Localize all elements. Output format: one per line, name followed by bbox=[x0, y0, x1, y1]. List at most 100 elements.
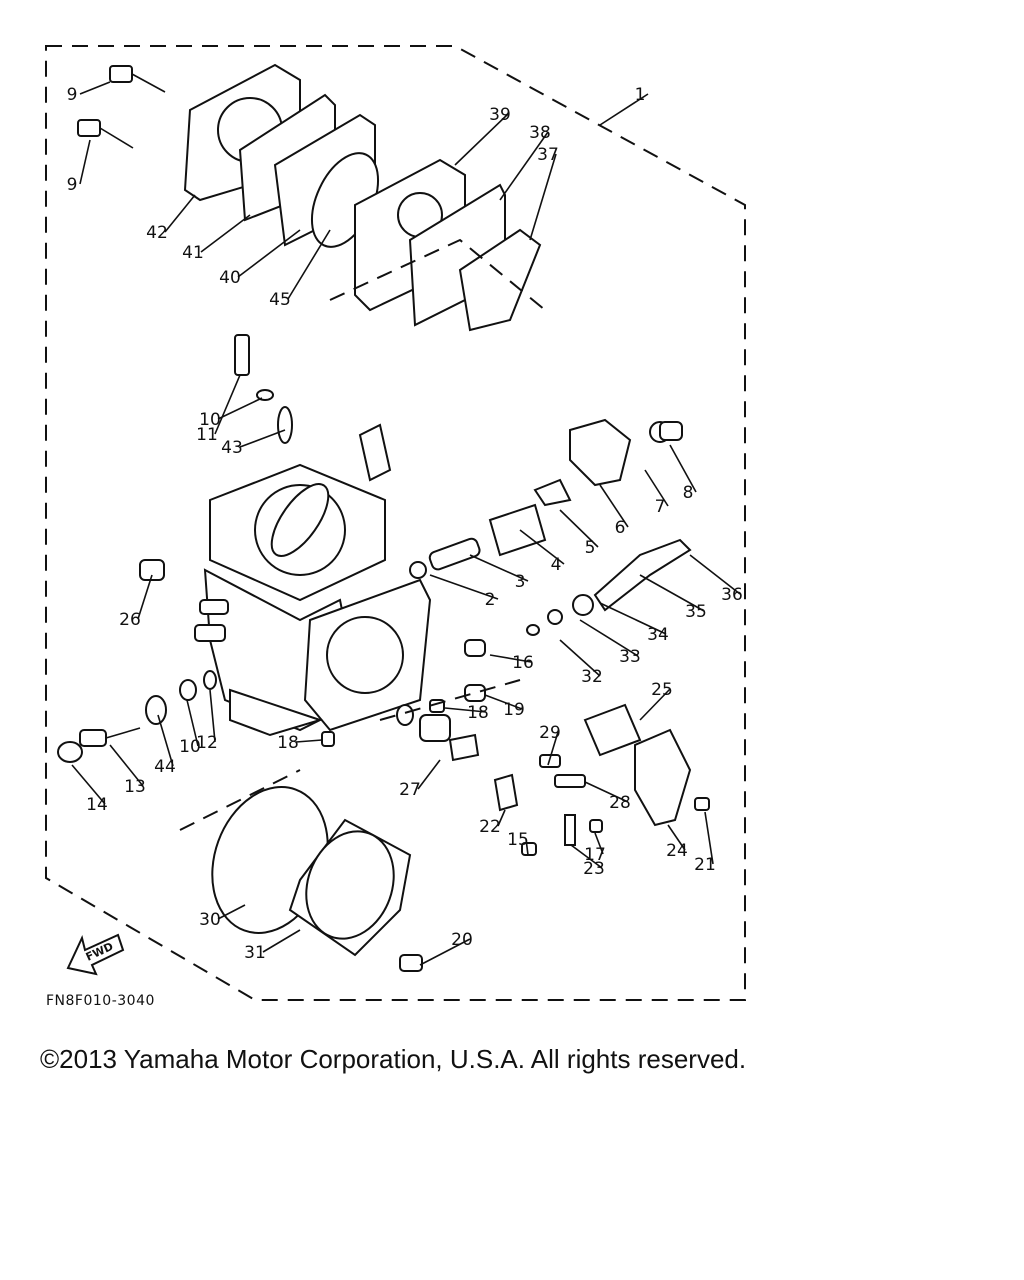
callout-number-17: 17 bbox=[584, 845, 606, 865]
carburetor-body bbox=[194, 423, 432, 737]
callout-leader-38 bbox=[499, 131, 549, 201]
callout-leader-29 bbox=[547, 731, 559, 766]
callout-leader-35 bbox=[639, 574, 705, 612]
callout-leader-16 bbox=[489, 654, 532, 663]
callout-leader-32 bbox=[559, 639, 601, 677]
screw-set bbox=[77, 65, 166, 149]
callout-number-42: 42 bbox=[146, 223, 168, 243]
callout-leader-11 bbox=[214, 374, 241, 435]
callout-leader-6 bbox=[599, 484, 629, 528]
callout-number-40: 40 bbox=[219, 268, 241, 288]
callout-number-1: 1 bbox=[635, 85, 646, 105]
callout-leader-1 bbox=[599, 93, 649, 126]
callout-number-5: 5 bbox=[585, 538, 596, 558]
callout-leader-8 bbox=[669, 444, 697, 493]
callout-leader-7 bbox=[644, 469, 669, 507]
callout-number-4: 4 bbox=[551, 555, 562, 575]
callout-leader-23 bbox=[570, 844, 603, 869]
callout-number-36: 36 bbox=[721, 585, 743, 605]
callout-leader-9 bbox=[79, 139, 91, 185]
callout-number-33: 33 bbox=[619, 647, 641, 667]
callout-number-26: 26 bbox=[119, 610, 141, 630]
callout-leader-10 bbox=[186, 699, 199, 747]
callout-leader-14 bbox=[71, 764, 106, 805]
callout-number-22: 22 bbox=[479, 817, 501, 837]
callout-number-25: 25 bbox=[651, 680, 673, 700]
callout-leader-25 bbox=[639, 688, 671, 721]
callout-number-45: 45 bbox=[269, 290, 291, 310]
callout-number-11: 11 bbox=[196, 425, 218, 445]
callout-number-23: 23 bbox=[583, 859, 605, 879]
diaphragm-cover bbox=[179, 679, 521, 972]
callout-number-44: 44 bbox=[154, 757, 176, 777]
callout-number-3: 3 bbox=[515, 572, 526, 592]
callout-leader-30 bbox=[217, 904, 246, 920]
callout-number-16: 16 bbox=[512, 653, 534, 673]
callout-leader-4 bbox=[519, 529, 565, 565]
callout-leader-33 bbox=[579, 619, 639, 657]
callout-leader-31 bbox=[262, 929, 301, 953]
callout-leader-12 bbox=[209, 689, 216, 743]
callout-leader-43 bbox=[239, 429, 286, 448]
copyright-notice: ©2013 Yamaha Motor Corporation, U.S.A. A… bbox=[40, 1044, 747, 1074]
callout-leader-5 bbox=[559, 509, 599, 548]
callout-leader-27 bbox=[417, 759, 441, 790]
idle-screw-parts bbox=[57, 334, 335, 763]
callout-number-10: 10 bbox=[199, 410, 221, 430]
forward-arrow-icon: FWD bbox=[66, 933, 125, 976]
callout-number-10: 10 bbox=[179, 737, 201, 757]
callout-number-8: 8 bbox=[683, 483, 694, 503]
callout-number-12: 12 bbox=[196, 733, 218, 753]
callout-leader-44 bbox=[157, 714, 174, 767]
callout-number-18: 18 bbox=[277, 733, 299, 753]
cover-plate-stack bbox=[183, 63, 546, 332]
callout-leader-34 bbox=[599, 602, 667, 635]
diagram-code: FN8F010-3040 bbox=[46, 993, 155, 1009]
callout-leader-37 bbox=[529, 153, 557, 241]
callout-number-19: 19 bbox=[503, 700, 525, 720]
carburetor-exploded-view: FWD 123456789910101112131415161718181920… bbox=[45, 45, 746, 1001]
callout-leader-13 bbox=[109, 744, 144, 787]
callout-number-9: 9 bbox=[67, 175, 78, 195]
callout-number-18: 18 bbox=[467, 703, 489, 723]
callout-number-39: 39 bbox=[489, 105, 511, 125]
callout-leader-18 bbox=[444, 707, 487, 713]
callout-leader-15 bbox=[525, 838, 529, 856]
callout-leader-19 bbox=[484, 694, 523, 710]
callout-leader-28 bbox=[584, 781, 629, 803]
callout-leader-17 bbox=[594, 832, 604, 855]
callout-leader-40 bbox=[237, 229, 301, 278]
callout-number-14: 14 bbox=[86, 795, 108, 815]
throttle-linkage-parts bbox=[396, 418, 710, 856]
callout-leader-2 bbox=[429, 574, 499, 600]
callout-number-24: 24 bbox=[666, 841, 688, 861]
callout-leader-42 bbox=[164, 194, 196, 233]
callout-number-32: 32 bbox=[581, 667, 603, 687]
callout-leader-26 bbox=[137, 574, 153, 620]
callout-number-21: 21 bbox=[694, 855, 716, 875]
callout-leader-18 bbox=[295, 739, 323, 743]
callout-leader-10 bbox=[217, 397, 263, 420]
callout-number-6: 6 bbox=[615, 518, 626, 538]
callout-leader-22 bbox=[497, 809, 506, 827]
callout-number-9: 9 bbox=[67, 85, 78, 105]
callout-number-37: 37 bbox=[537, 145, 559, 165]
callout-number-30: 30 bbox=[199, 910, 221, 930]
callout-leader-9 bbox=[79, 81, 111, 95]
callout-number-41: 41 bbox=[182, 243, 204, 263]
callout-number-29: 29 bbox=[539, 723, 561, 743]
callout-leader-39 bbox=[454, 113, 509, 166]
callout-leader-36 bbox=[689, 554, 741, 595]
callout-number-43: 43 bbox=[221, 438, 243, 458]
callout-number-34: 34 bbox=[647, 625, 669, 645]
callout-number-13: 13 bbox=[124, 777, 146, 797]
callout-number-28: 28 bbox=[609, 793, 631, 813]
callout-number-2: 2 bbox=[485, 590, 496, 610]
callout-leader-41 bbox=[200, 214, 251, 253]
callout-number-15: 15 bbox=[507, 830, 529, 850]
callout-number-7: 7 bbox=[655, 497, 666, 517]
callout-leader-21 bbox=[704, 811, 714, 865]
callout-leader-3 bbox=[469, 554, 529, 582]
